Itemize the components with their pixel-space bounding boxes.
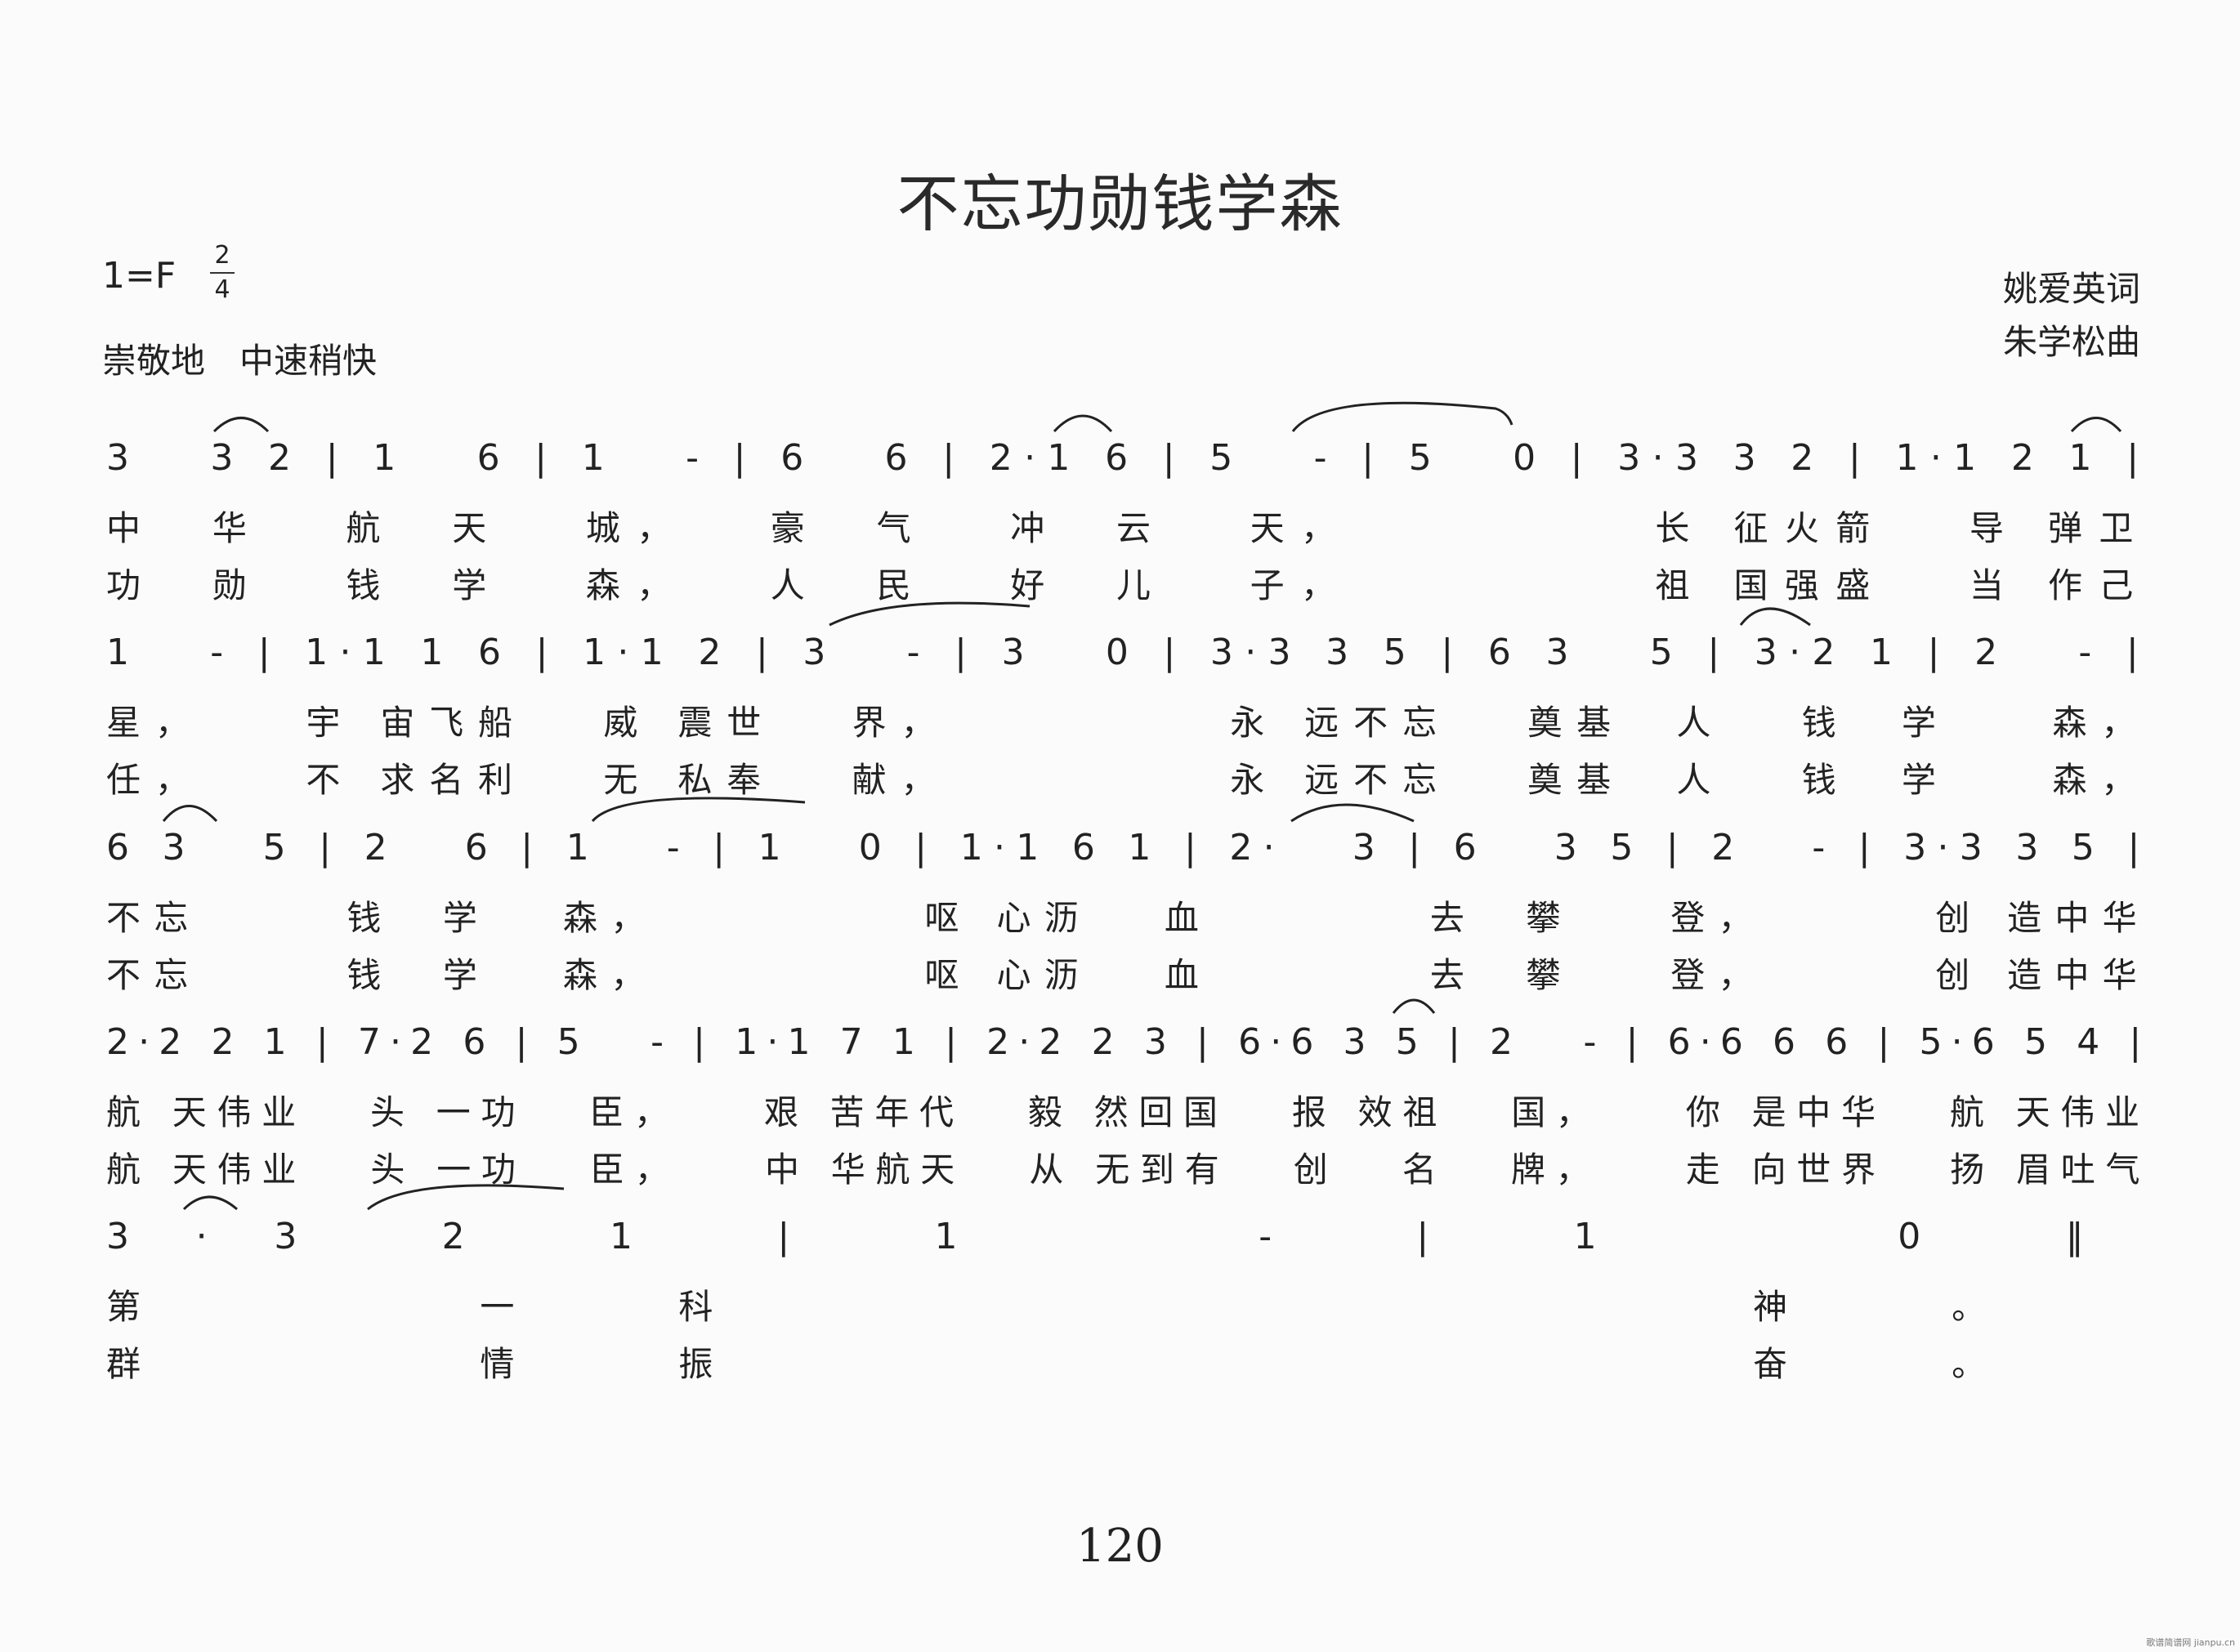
time-signature: 2 4: [210, 242, 235, 304]
slur-mark: [2070, 417, 2122, 433]
tie-mark: [1291, 401, 1513, 432]
notation-line: 1 - | 1·1 1 6 | 1·1 2 | 3 - | 3 0 | 3·3 …: [106, 632, 2150, 673]
slur-mark: [1290, 803, 1415, 823]
tempo-marking: 崇敬地 中速稍快: [102, 341, 378, 381]
lyrics-verse-2: 群 情振 奋。: [106, 1344, 2151, 1384]
composer-credit: 朱学松曲: [2002, 322, 2140, 362]
slur-mark: [1053, 414, 1113, 433]
tie-mark: [367, 1184, 565, 1211]
lyrics-verse-1: 不忘 钱 学 森， 呕 心沥 血 去 攀 登， 创 造中华: [106, 898, 2150, 938]
slur-mark: [1739, 607, 1811, 627]
lyrics-verse-1: 中 华 航 天 城， 豪 气 冲 云 天， 长 征火箭 导 弹卫: [106, 508, 2150, 548]
lyrics-verse-2: 不忘 钱 学 森， 呕 心沥 血 去 攀 登， 创 造中华: [106, 955, 2150, 995]
notation-line: 3 3 2 | 1 6 | 1 - | 6 6 | 2·1 6 | 5 - | …: [106, 437, 2151, 479]
lyricist-credit: 姚爱英词: [2002, 269, 2140, 309]
time-signature-top: 2: [214, 241, 230, 270]
lyrics-verse-1: 第 一科 神。: [106, 1287, 2151, 1327]
lyrics-verse-1: 航 天伟业 头 一功 臣， 艰 苦年代 毅 然回国 报 效祖 国， 你 是中华 …: [106, 1092, 2150, 1132]
lyrics-verse-2: 任， 不 求名利 无 私奉 献， 永 远不忘 奠基 人 钱 学 森，: [106, 760, 2151, 800]
song-title: 不忘功勋钱学森: [896, 167, 1344, 240]
lyrics-verse-2: 功 勋 钱 学 森， 人 民 好 儿 子， 祖 国强盛 当 作己: [106, 565, 2150, 605]
lyrics-verse-1: 星， 宇 宙飞船 威 震世 界， 永 远不忘 奠基 人 钱 学 森，: [106, 703, 2151, 743]
slur-mark: [1392, 998, 1436, 1014]
slur-mark: [162, 805, 218, 823]
time-signature-divider: [210, 272, 235, 274]
slur-mark: [212, 417, 270, 433]
key-signature: 1=F: [102, 255, 177, 297]
notation-line: 3·3 2 1 | 1 - | 1 0 ‖: [106, 1216, 2151, 1257]
time-signature-bottom: 4: [214, 275, 230, 304]
page-number: 120: [1076, 1520, 1164, 1573]
tie-mark: [829, 601, 1031, 627]
slur-mark: [182, 1195, 238, 1211]
lyrics-verse-2: 航 天伟业 头 一功 臣， 中 华航天 从 无到有 创 名 牌， 走 向世界 扬…: [106, 1150, 2151, 1190]
tie-mark: [591, 797, 806, 823]
site-watermark: 歌谱简谱网 jianpu.cn: [2146, 1637, 2235, 1648]
notation-line: 2·2 2 1 | 7·2 6 | 5 - | 1·1 7 1 | 2·2 2 …: [106, 1021, 2151, 1063]
notation-line: 6 3 5 | 2 6 | 1 - | 1 0 | 1·1 6 1 | 2· 3…: [106, 827, 2151, 868]
